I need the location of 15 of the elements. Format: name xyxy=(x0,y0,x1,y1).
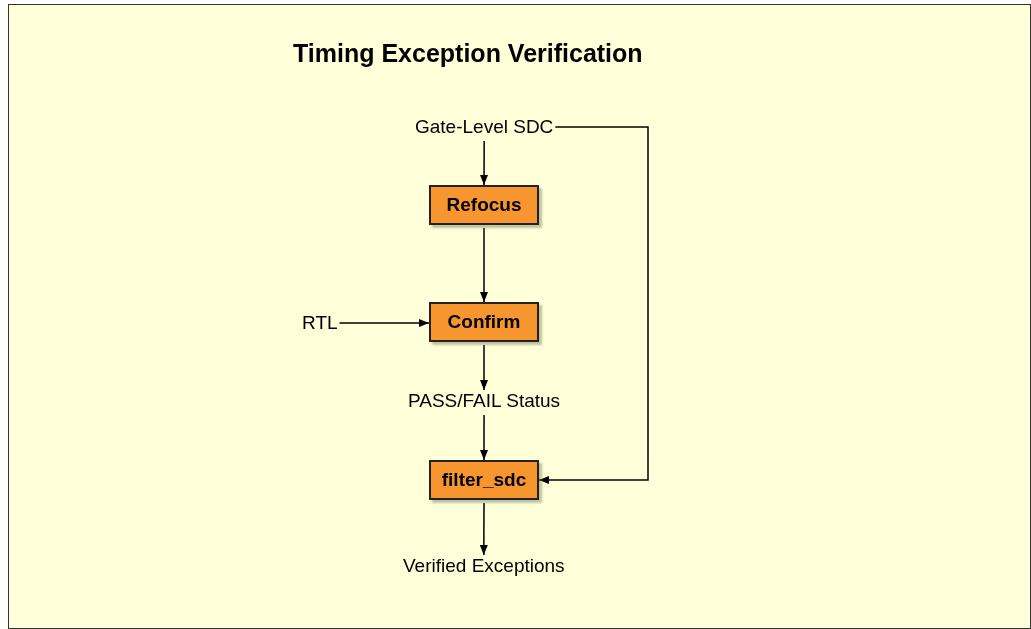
process-box: Confirm xyxy=(429,302,539,342)
arrow xyxy=(338,319,430,327)
flow-label: Gate-Level SDC xyxy=(415,116,554,138)
arrow xyxy=(479,502,488,556)
arrow xyxy=(480,414,488,461)
process-box: Refocus xyxy=(429,185,539,225)
process-box: filter_sdc xyxy=(429,460,539,500)
arrow xyxy=(480,140,489,186)
flow-label: Verified Exceptions xyxy=(403,555,565,577)
flow-label: RTL xyxy=(302,312,338,334)
arrow xyxy=(480,227,488,303)
flow-label: PASS/FAIL Status xyxy=(408,390,561,412)
arrow xyxy=(480,344,489,391)
arrow xyxy=(538,126,649,484)
diagram-title: Timing Exception Verification xyxy=(293,39,643,68)
